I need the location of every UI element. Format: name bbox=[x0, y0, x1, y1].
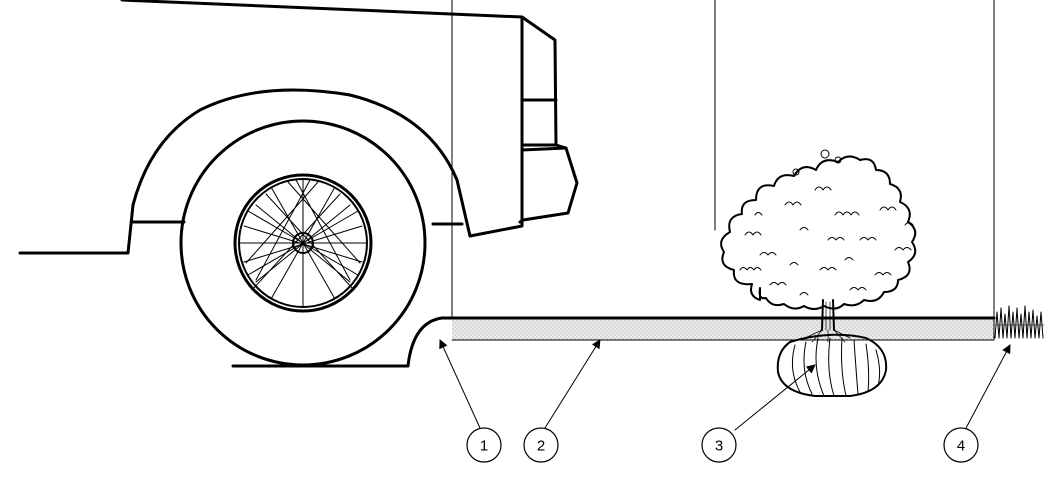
gravel-strip bbox=[450, 316, 996, 341]
building-outline bbox=[451, 0, 995, 319]
callout-1-label: 1 bbox=[480, 438, 488, 455]
callout-4: 4 bbox=[943, 427, 979, 463]
vehicle bbox=[18, 0, 579, 368]
grass-edge bbox=[994, 305, 1045, 339]
tree-root-ball bbox=[776, 333, 888, 397]
callout-3: 3 bbox=[701, 427, 737, 463]
callout-1: 1 bbox=[466, 427, 502, 463]
callout-4-label: 4 bbox=[957, 438, 965, 455]
leader-3 bbox=[734, 364, 816, 431]
leader-4 bbox=[964, 344, 1011, 431]
callout-leaders bbox=[439, 339, 1011, 431]
leader-2 bbox=[544, 339, 601, 429]
tree bbox=[720, 149, 917, 343]
callout-3-label: 3 bbox=[715, 438, 723, 455]
callout-2: 2 bbox=[523, 427, 559, 463]
callout-2-label: 2 bbox=[537, 438, 545, 455]
tree-canopy bbox=[720, 155, 917, 310]
leader-1 bbox=[439, 339, 481, 429]
wheel-spokes bbox=[238, 178, 368, 308]
